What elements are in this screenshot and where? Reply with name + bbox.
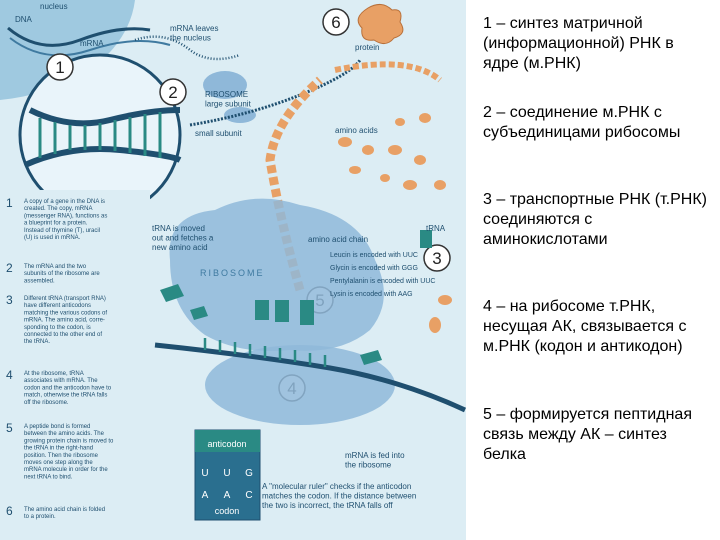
trna-molecules	[160, 230, 432, 365]
label-amino-acids: amino acids	[335, 126, 378, 135]
step-5-number: 5	[6, 421, 13, 435]
label-glycin: Glycin is encoded with GGG	[330, 265, 418, 272]
label-mrna: mRNA	[80, 39, 104, 48]
number-1: 1	[55, 58, 64, 77]
mrna-strand	[9, 37, 171, 57]
label-pentylalanin: Pentylalanin is encoded with UUC	[330, 278, 435, 285]
mrna-leaving	[134, 35, 241, 61]
codon-letter-1: A	[202, 490, 209, 501]
zoom-helix-bottom	[23, 146, 182, 168]
label-trna: tRNA	[426, 224, 446, 233]
codon-letter-2: A	[224, 490, 231, 501]
label-anticodon: anticodon	[207, 439, 246, 449]
step-6-number: 6	[6, 504, 13, 518]
caption-2: 2 – соединение м.РНК с субъединицами риб…	[483, 104, 681, 141]
mrna-codons	[203, 338, 327, 367]
label-ribosome: RIBOSOME	[200, 268, 265, 278]
label-lysin: Lysin is encoded with AAG	[330, 291, 413, 298]
protein-synthesis-diagram: 1 2 3 4 5 6	[0, 0, 466, 540]
nucleus-shape	[0, 0, 135, 100]
anticodon-letter-2: U	[223, 468, 230, 479]
label-codon: codon	[215, 506, 240, 516]
ribosome-body	[169, 198, 384, 351]
label-molecular-ruler: A "molecular ruler" checks if the antico…	[262, 482, 416, 510]
caption-panel: 1 – синтез матричной (информационной) РН…	[467, 0, 720, 540]
caption-4: 4 – на рибосоме т.РНК, несущая АК, связы…	[483, 298, 687, 355]
ribosome-large-top	[203, 71, 247, 99]
number-circle-6: 6	[322, 8, 350, 36]
zoom-base-pairs	[38, 112, 162, 158]
mrna-main	[154, 342, 466, 413]
anticodon-band	[195, 430, 260, 452]
caption-1: 1 – синтез матричной (информационной) РН…	[483, 15, 674, 72]
number-circle-1: 1	[46, 53, 74, 81]
step-2-number: 2	[6, 261, 13, 275]
scattered-amino-acids	[338, 113, 452, 333]
step-3-text: Different tRNA (transport RNA)have diffe…	[24, 296, 107, 345]
left-text-column	[0, 190, 150, 540]
ribosome-small-body	[205, 345, 395, 425]
codon-letter-3: C	[245, 490, 252, 501]
amino-acid-arc	[334, 61, 442, 83]
label-small-subunit: small subunit	[195, 129, 242, 138]
dna-strand	[7, 26, 151, 47]
step-4-number: 4	[6, 368, 13, 382]
mrna-top	[189, 59, 362, 127]
number-2: 2	[168, 83, 177, 102]
label-nucleus: nucleus	[40, 2, 68, 11]
number-circle-3: 3	[423, 244, 451, 272]
number-6: 6	[331, 13, 340, 32]
anticodon-letter-1: U	[201, 468, 208, 479]
step-3: 3 Different tRNA (transport RNA)have dif…	[6, 293, 107, 345]
step-3-number: 3	[6, 293, 13, 307]
step-1-number: 1	[6, 196, 13, 210]
label-dna: DNA	[15, 15, 33, 24]
zoom-helix-top	[28, 107, 181, 127]
caption-3: 3 – транспортные РНК (т.РНК) соединяются…	[483, 191, 707, 248]
anticodon-letter-3: G	[245, 468, 253, 479]
label-amino-acid-chain: amino acid chain	[308, 235, 368, 244]
number-circle-2: 2	[159, 78, 187, 106]
label-leucin: Leucin is encoded with UUC	[330, 252, 418, 259]
caption-5: 5 – формируется пептидная связь между АК…	[483, 406, 692, 463]
number-3: 3	[432, 249, 441, 268]
label-protein: protein	[355, 43, 379, 52]
protein-blob	[357, 4, 404, 44]
